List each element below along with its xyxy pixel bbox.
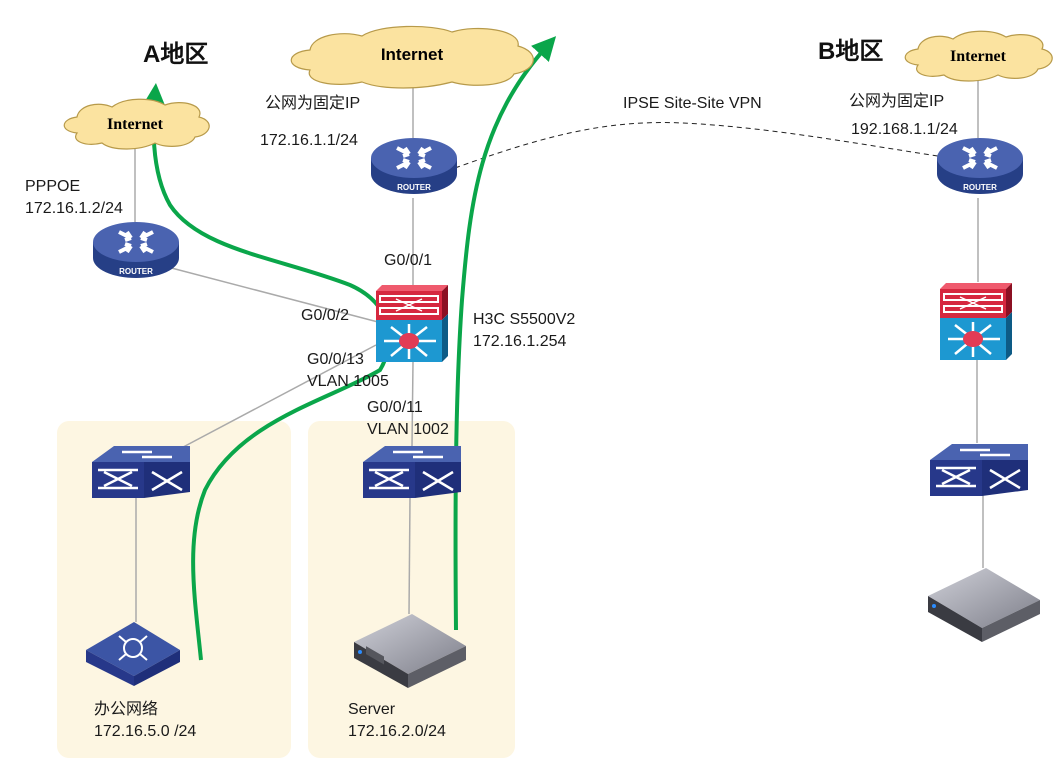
port-office-label-1: G0/0/13 — [307, 351, 364, 368]
cloud-icon: Internet — [904, 30, 1053, 82]
link-server-switch-server — [408, 497, 411, 615]
core-switch-a[interactable] — [376, 283, 450, 363]
router-a-pppoe[interactable]: ROUTER — [91, 220, 181, 280]
office-zone-name: 办公网络 — [94, 701, 159, 718]
vpn-tunnel-line — [454, 122, 966, 169]
core-switch-b[interactable] — [940, 281, 1014, 361]
cloud-label: Internet — [107, 116, 164, 133]
router-a-fixed[interactable]: ROUTER — [369, 136, 459, 196]
switch-icon — [930, 444, 1028, 496]
traffic-arrow-server-to-internet — [453, 36, 557, 631]
l2-switch-icon — [86, 622, 180, 686]
fixed-router-a-label-1: 公网为固定IP — [265, 95, 361, 112]
cloud-icon: Internet — [290, 25, 534, 89]
port-uplink-label: G0/0/1 — [384, 252, 433, 269]
fixed-router-a-label-2: 172.16.1.1/24 — [260, 132, 358, 149]
switch-icon — [363, 446, 461, 498]
cloud-icon: Internet — [63, 98, 210, 150]
cloud-internet-b: Internet — [898, 27, 1058, 83]
access-switch-b[interactable] — [930, 442, 1030, 498]
port-pppoe-label: G0/0/2 — [301, 307, 350, 324]
router-badge: ROUTER — [397, 183, 431, 192]
region-a-title: A地区 — [143, 41, 209, 68]
link-core-server-switch — [411, 361, 414, 447]
server-b[interactable] — [926, 566, 1042, 642]
cloud-internet-a-fixed: Internet — [282, 22, 542, 90]
cloud-label: Internet — [950, 48, 1007, 65]
server-zone-subnet: 172.16.2.0/24 — [348, 723, 446, 740]
core-switch-model: H3C S5500V2 — [473, 311, 576, 328]
link-core-office-switch — [169, 344, 377, 455]
core-switch-ip: 172.16.1.254 — [473, 333, 567, 350]
server-zone-name: Server — [348, 701, 396, 718]
router-badge: ROUTER — [963, 183, 997, 192]
cloud-internet-a-pppoe: Internet — [57, 95, 213, 151]
pppoe-router-label-2: 172.16.1.2/24 — [25, 200, 123, 217]
access-switch-office[interactable] — [92, 444, 192, 500]
office-network-device[interactable] — [86, 620, 182, 688]
l3-switch-icon — [940, 283, 1012, 360]
router-b-label-2: 192.168.1.1/24 — [851, 121, 958, 138]
vpn-label: IPSE Site-Site VPN — [623, 95, 762, 112]
access-switch-server[interactable] — [363, 444, 463, 500]
router-badge: ROUTER — [119, 267, 153, 276]
pppoe-router-label-1: PPPOE — [25, 178, 81, 195]
server-icon — [354, 614, 466, 688]
router-b-label-1: 公网为固定IP — [849, 93, 945, 110]
region-b-title: B地区 — [818, 38, 884, 65]
router-icon: ROUTER — [371, 138, 457, 194]
server-a[interactable] — [352, 612, 468, 688]
port-office-label-2: VLAN 1005 — [307, 373, 389, 390]
port-server-label-2: VLAN 1002 — [367, 421, 449, 438]
office-zone-subnet: 172.16.5.0 /24 — [94, 723, 197, 740]
router-icon: ROUTER — [93, 222, 179, 278]
router-icon: ROUTER — [937, 138, 1023, 194]
link-pppoe-router-core — [159, 264, 379, 323]
l3-switch-icon — [376, 285, 448, 362]
router-b[interactable]: ROUTER — [935, 136, 1025, 196]
switch-icon — [92, 446, 190, 498]
cloud-label: Internet — [381, 45, 444, 64]
server-icon — [928, 568, 1040, 642]
port-server-label-1: G0/0/11 — [367, 399, 423, 416]
